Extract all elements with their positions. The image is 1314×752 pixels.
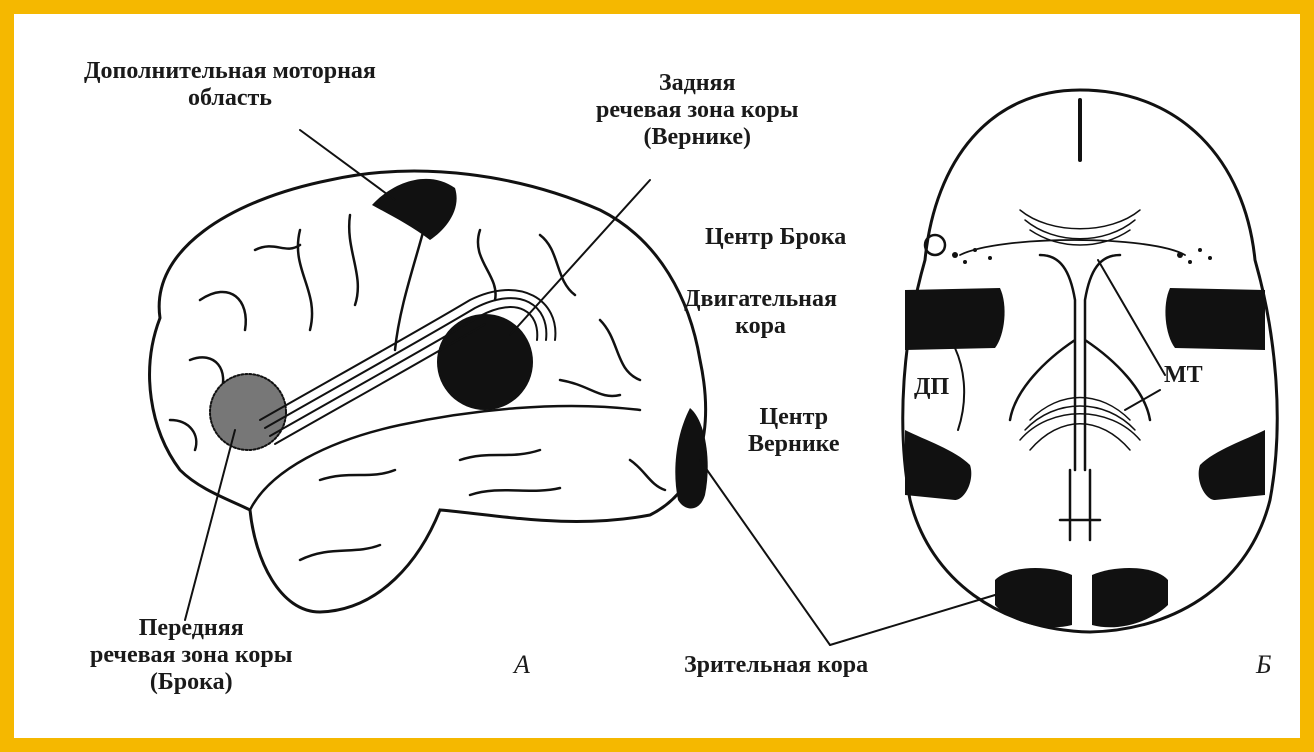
label-posterior-speech-zone: Задняя речевая зона коры (Вернике) (596, 70, 798, 151)
gyrus-line (470, 488, 560, 495)
visual-cortex-a (675, 408, 707, 508)
broca-connection (960, 240, 1185, 255)
lateral-brain-view (150, 130, 830, 645)
gyrus-line (600, 320, 640, 380)
dp-boundary (955, 348, 964, 430)
label-dp: ДП (914, 374, 949, 401)
gyrus-line (460, 450, 540, 460)
panel-letter-a: А (514, 650, 530, 679)
panel-letter-b: Б (1256, 650, 1271, 679)
visual-cortex-left (995, 568, 1072, 627)
motor-cortex-left (905, 288, 1005, 350)
label-broca-center: Центр Брока (705, 224, 846, 251)
gyrus-line (560, 380, 620, 396)
supplementary-motor-area (372, 179, 457, 240)
gyrus-line (349, 215, 358, 305)
gyrus-line (540, 235, 575, 295)
gyrus-line (320, 470, 395, 480)
label-anterior-speech-zone: Передняя речевая зона коры (Брока) (90, 615, 292, 696)
temporal-lobe-border (250, 406, 640, 510)
label-visual-cortex: Зрительная кора (684, 652, 868, 679)
gyrus-line (478, 230, 496, 300)
gyrus-line (200, 292, 246, 330)
label-mt: МТ (1164, 362, 1203, 389)
gyrus-line (255, 245, 300, 250)
label-wernicke-center: Центр Вернике (748, 404, 840, 458)
visual-cortex-right (1092, 568, 1168, 627)
gyrus-line (170, 420, 196, 450)
motor-cortex-right (1165, 288, 1265, 350)
horizontal-section-view (830, 90, 1277, 645)
label-motor-cortex: Двигательная кора (684, 286, 837, 340)
gyrus-line (630, 460, 665, 490)
wernicke-area (437, 314, 533, 410)
callosal-fibers (1020, 210, 1140, 450)
label-supplementary-motor: Дополнительная моторная область (84, 58, 376, 112)
wernicke-left (905, 430, 971, 500)
wernicke-right (1199, 430, 1265, 500)
gyrus-line (300, 545, 380, 560)
